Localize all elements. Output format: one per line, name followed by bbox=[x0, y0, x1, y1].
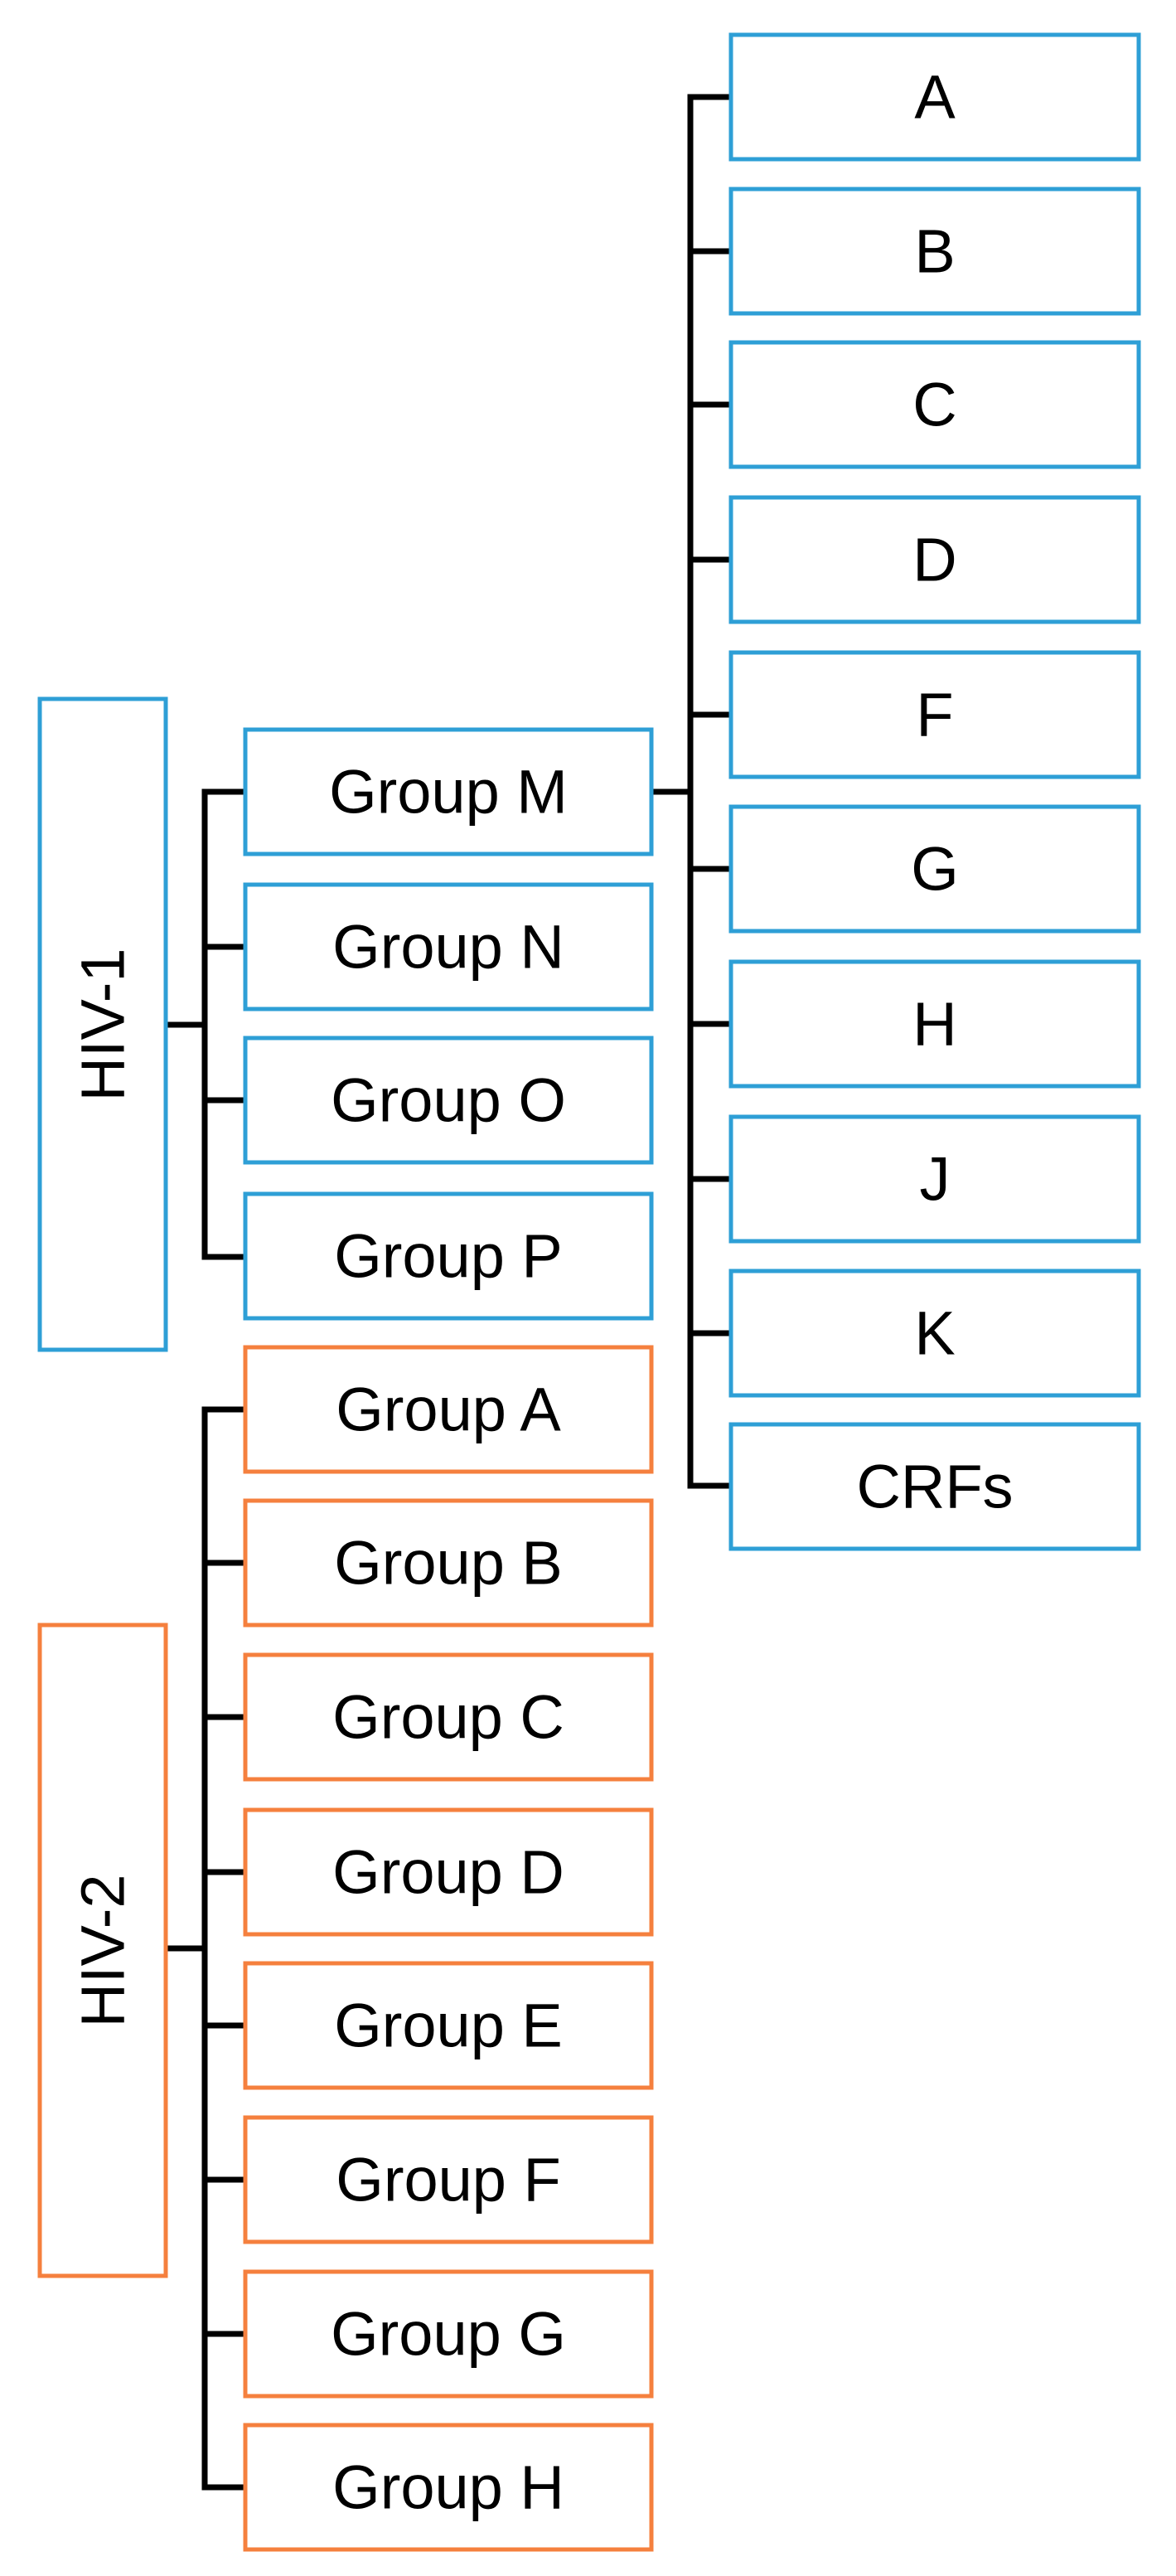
node-label: A bbox=[914, 63, 956, 132]
hiv2-connectors bbox=[162, 1406, 249, 2491]
hiv1-groups: Group M Group N Group O Group P bbox=[243, 727, 654, 1321]
hiv2-root-node: HIV-2 bbox=[37, 1623, 168, 2278]
node-box bbox=[243, 1191, 654, 1321]
node-subtype-d: D bbox=[728, 495, 1141, 624]
node-label: G bbox=[911, 835, 959, 904]
node-label: C bbox=[912, 371, 956, 439]
node-label: Group F bbox=[336, 2146, 560, 2215]
node-subtype-j: J bbox=[728, 1114, 1141, 1244]
node-label: Group C bbox=[332, 1683, 564, 1752]
node-label: CRFs bbox=[856, 1453, 1013, 1521]
node-box bbox=[728, 340, 1141, 469]
node-group-b: Group B bbox=[243, 1498, 654, 1628]
node-box bbox=[243, 1036, 654, 1165]
node-label: J bbox=[920, 1145, 951, 1214]
node-label: Group O bbox=[331, 1066, 566, 1135]
node-group-f: Group F bbox=[243, 2115, 654, 2244]
hiv1-connectors bbox=[162, 788, 249, 1260]
node-box bbox=[243, 1961, 654, 2090]
node-box bbox=[728, 495, 1141, 624]
node-group-n: Group N bbox=[243, 882, 654, 1011]
node-subtype-b: B bbox=[728, 187, 1141, 316]
hiv2-groups: Group A Group B Group C Group D Group E … bbox=[243, 1345, 654, 2552]
node-group-p: Group P bbox=[243, 1191, 654, 1321]
node-label: Group M bbox=[329, 758, 568, 827]
node-box bbox=[243, 2269, 654, 2399]
node-group-h: Group H bbox=[243, 2423, 654, 2552]
node-group-o: Group O bbox=[243, 1036, 654, 1165]
node-label: Group G bbox=[331, 2300, 566, 2369]
hiv1-root-box bbox=[37, 696, 168, 1352]
node-label: K bbox=[914, 1299, 955, 1368]
node-label: Group E bbox=[334, 1991, 563, 2060]
node-subtype-g: G bbox=[728, 804, 1141, 934]
node-label: D bbox=[912, 526, 956, 594]
node-box bbox=[243, 1652, 654, 1782]
node-box bbox=[728, 959, 1141, 1089]
node-box bbox=[243, 1498, 654, 1628]
hiv1-root-label: HIV-1 bbox=[69, 948, 138, 1101]
node-group-a: Group A bbox=[243, 1345, 654, 1474]
node-group-c: Group C bbox=[243, 1652, 654, 1782]
node-box bbox=[728, 187, 1141, 316]
node-label: H bbox=[912, 990, 956, 1059]
node-subtype-h: H bbox=[728, 959, 1141, 1089]
node-subtype-c: C bbox=[728, 340, 1141, 469]
node-box bbox=[243, 1345, 654, 1474]
node-subtype-k: K bbox=[728, 1269, 1141, 1398]
node-box bbox=[728, 650, 1141, 779]
group-m-connectors bbox=[648, 94, 734, 1489]
node-label: Group A bbox=[336, 1375, 561, 1444]
node-box bbox=[243, 2423, 654, 2552]
node-subtype-crfs: CRFs bbox=[728, 1422, 1141, 1551]
node-box bbox=[728, 32, 1141, 162]
node-label: F bbox=[916, 681, 953, 750]
hiv1-root-node: HIV-1 bbox=[37, 696, 168, 1352]
node-label: Group N bbox=[332, 913, 564, 982]
hiv2-root-box bbox=[37, 1623, 168, 2278]
node-label: Group D bbox=[332, 1838, 564, 1907]
node-box bbox=[243, 882, 654, 1011]
node-box bbox=[243, 1807, 654, 1937]
node-box bbox=[243, 2115, 654, 2244]
node-group-g: Group G bbox=[243, 2269, 654, 2399]
node-group-m: Group M bbox=[243, 727, 654, 856]
node-box bbox=[728, 804, 1141, 934]
node-label: B bbox=[914, 217, 955, 286]
node-box bbox=[728, 1114, 1141, 1244]
node-label: Group P bbox=[334, 1222, 563, 1291]
node-box bbox=[243, 727, 654, 856]
node-group-d: Group D bbox=[243, 1807, 654, 1937]
node-label: Group B bbox=[334, 1529, 563, 1598]
node-box bbox=[728, 1269, 1141, 1398]
hiv2-root-label: HIV-2 bbox=[69, 1874, 138, 2027]
node-group-e: Group E bbox=[243, 1961, 654, 2090]
node-box bbox=[728, 1422, 1141, 1551]
node-label: Group H bbox=[332, 2453, 564, 2522]
node-subtype-a: A bbox=[728, 32, 1141, 162]
node-subtype-f: F bbox=[728, 650, 1141, 779]
group-m-subtypes: A B C D F G H J bbox=[728, 32, 1141, 1551]
